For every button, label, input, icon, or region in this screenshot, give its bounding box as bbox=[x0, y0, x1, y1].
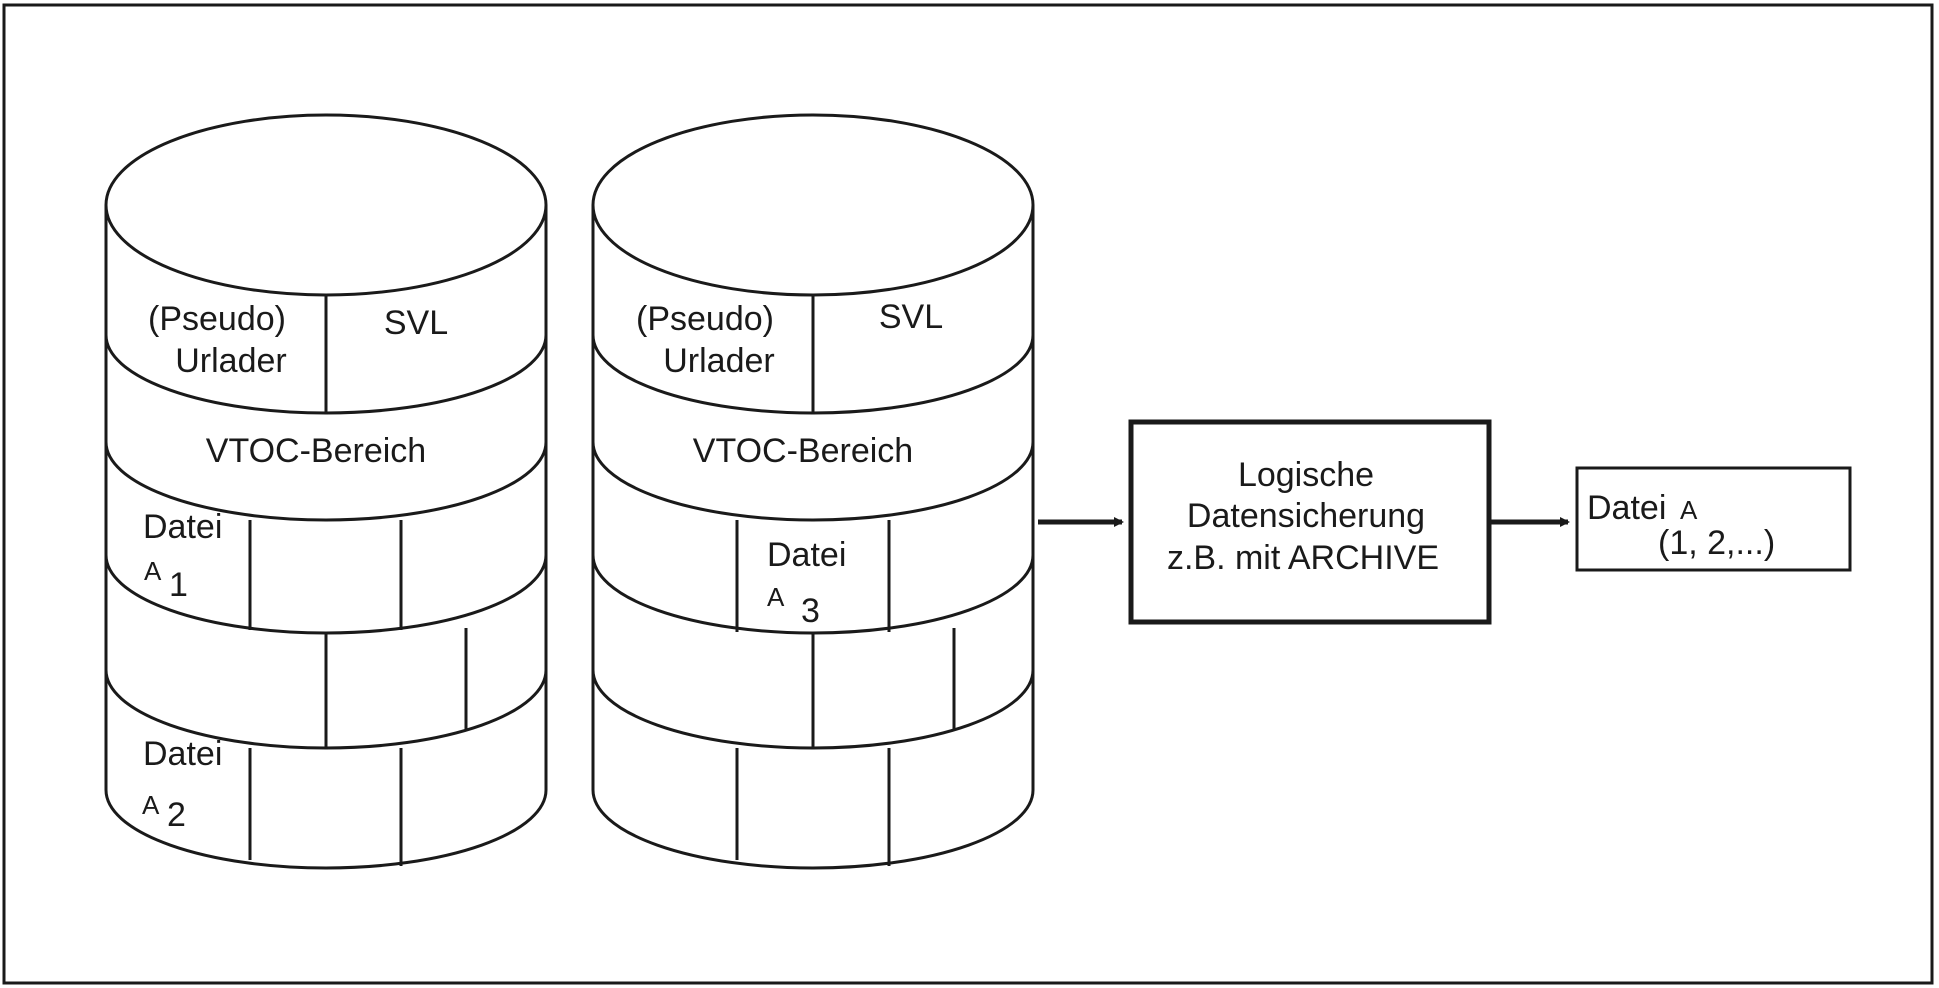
disk-2-vtoc: VTOC-Bereich bbox=[693, 432, 913, 470]
disk-2-file-a3-name: Datei bbox=[767, 536, 846, 574]
output-box-frame bbox=[1575, 466, 1852, 572]
disk-2-layer-1 bbox=[591, 334, 1035, 415]
process-box: Logische Datensicherung z.B. mit ARCHIVE bbox=[1128, 419, 1492, 625]
process-box-frame bbox=[1128, 419, 1492, 625]
output-box: Datei A (1, 2,...) bbox=[1575, 466, 1852, 572]
disk-1-file-a2-letter: A bbox=[142, 790, 160, 820]
outer-frame bbox=[2, 3, 1934, 985]
output-box-file-name: Datei bbox=[1587, 489, 1666, 527]
disk-2-bootloader-line2: Urlader bbox=[663, 342, 774, 380]
disk-2-file-a3-letter: A bbox=[767, 582, 785, 612]
output-box-range: (1, 2,...) bbox=[1658, 524, 1775, 562]
disk-2-top bbox=[591, 113, 1035, 297]
disk-2-layer-2 bbox=[591, 441, 1035, 522]
disk-1-bootloader-line2: Urlader bbox=[175, 342, 286, 380]
disk-1: (Pseudo) Urlader SVL VTOC-Bereich Datei … bbox=[104, 113, 548, 870]
disk-1-file-a1-index: 1 bbox=[169, 566, 188, 604]
disk-1-file-a1-name: Datei bbox=[143, 508, 222, 546]
disk-1-bootloader-line1: (Pseudo) bbox=[148, 300, 286, 338]
disk-1-vtoc: VTOC-Bereich bbox=[206, 432, 426, 470]
disk-2-body bbox=[591, 205, 1035, 870]
process-box-line2: Datensicherung bbox=[1187, 497, 1425, 535]
disk-1-svl: SVL bbox=[384, 304, 448, 342]
disk-1-file-a1-letter: A bbox=[144, 556, 162, 586]
disk-1-layer-1 bbox=[104, 334, 548, 415]
process-box-line1: Logische bbox=[1238, 456, 1374, 494]
disk-1-top bbox=[104, 113, 548, 297]
disk-1-file-a2-name: Datei bbox=[143, 735, 222, 773]
disk-2-svl: SVL bbox=[879, 298, 943, 336]
disk-2-file-a3-index: 3 bbox=[801, 592, 820, 630]
disk-2: (Pseudo) Urlader SVL VTOC-Bereich Datei … bbox=[591, 113, 1035, 870]
disk-2-bootloader-line1: (Pseudo) bbox=[636, 300, 774, 338]
disk-1-body bbox=[104, 205, 548, 870]
disk-1-file-a2-index: 2 bbox=[167, 796, 186, 834]
output-box-file-letter: A bbox=[1680, 495, 1698, 525]
disk-1-layer-2 bbox=[104, 441, 548, 522]
process-box-line3: z.B. mit ARCHIVE bbox=[1167, 539, 1439, 577]
